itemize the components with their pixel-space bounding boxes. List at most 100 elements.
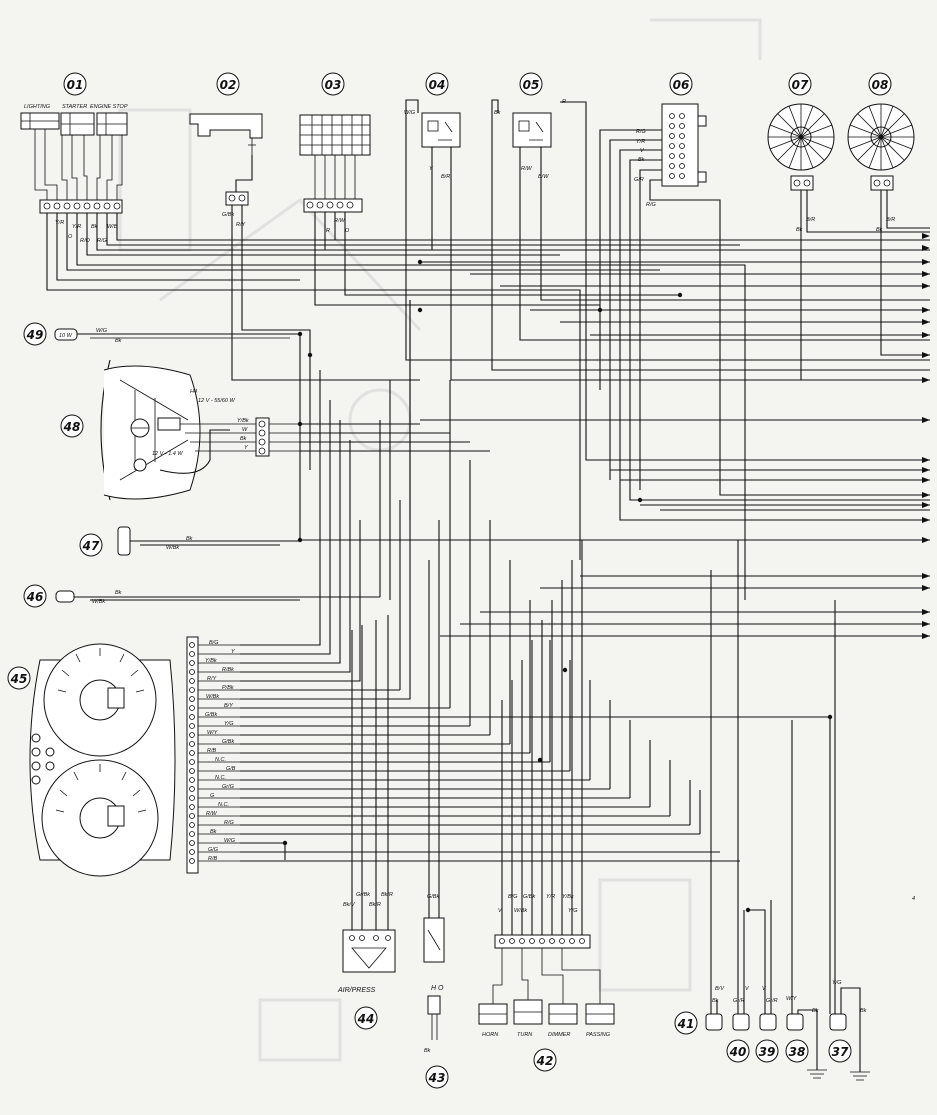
svg-text:Y: Y bbox=[244, 445, 248, 451]
svg-text:Bk: Bk bbox=[186, 536, 193, 542]
svg-text:12 V - 1.4 W: 12 V - 1.4 W bbox=[152, 451, 183, 457]
sensor-02: G/Bk R/Y bbox=[189, 113, 263, 228]
svg-text:R/Y: R/Y bbox=[207, 676, 217, 682]
wire-arrowheads bbox=[922, 233, 930, 639]
svg-text:39: 39 bbox=[759, 1045, 776, 1059]
left-handlebar-switch: LIGHTING STARTER ENGINE STOP Y/R Y/R Bk … bbox=[20, 104, 128, 244]
component-44: 44 bbox=[354, 1006, 378, 1030]
sensor-38: W/Y Bk bbox=[786, 720, 827, 1079]
right-handlebar-switch-42: V B/G W/Bk G/Bk Y/R Y/Bk Y/G HORN TURN D… bbox=[478, 540, 615, 1038]
svg-text:B/R: B/R bbox=[806, 217, 815, 223]
svg-text:V: V bbox=[498, 908, 503, 914]
horn-08: B/R Bk bbox=[847, 103, 915, 233]
svg-text:W/Bk: W/Bk bbox=[92, 599, 105, 605]
svg-text:W/Bk: W/Bk bbox=[166, 545, 179, 551]
lamp-49: 10 W W/G Bk bbox=[54, 328, 300, 344]
air-press-sensor-44: Bk/V Gr/Bk Bk/R Bk/R AIR/PRESS bbox=[337, 615, 396, 994]
svg-text:Bk: Bk bbox=[494, 110, 501, 116]
svg-text:04: 04 bbox=[429, 78, 446, 92]
component-38: 38 bbox=[785, 1039, 809, 1063]
svg-text:N.C.: N.C. bbox=[215, 775, 226, 781]
component-49: 49 bbox=[23, 322, 47, 346]
svg-text:PASSING: PASSING bbox=[586, 1032, 611, 1038]
component-42: 42 bbox=[533, 1048, 557, 1072]
svg-text:49: 49 bbox=[26, 328, 44, 342]
svg-text:R/W: R/W bbox=[206, 811, 218, 817]
svg-text:05: 05 bbox=[523, 78, 540, 92]
svg-text:47: 47 bbox=[82, 539, 100, 553]
svg-text:R/B: R/B bbox=[207, 748, 217, 754]
svg-text:Y/R: Y/R bbox=[636, 139, 645, 145]
svg-text:Y: Y bbox=[429, 166, 433, 172]
svg-text:G/G: G/G bbox=[208, 847, 219, 853]
svg-text:V: V bbox=[762, 986, 767, 992]
svg-text:R/O: R/O bbox=[80, 238, 91, 244]
svg-text:Y: Y bbox=[231, 649, 235, 655]
svg-text:HORN: HORN bbox=[482, 1032, 498, 1038]
svg-text:STARTER: STARTER bbox=[62, 104, 87, 110]
svg-text:Bk: Bk bbox=[860, 1008, 867, 1014]
svg-text:G/Bk: G/Bk bbox=[523, 894, 535, 900]
svg-text:Bk: Bk bbox=[210, 829, 217, 835]
svg-text:R/G: R/G bbox=[224, 820, 235, 826]
svg-text:Y/R: Y/R bbox=[55, 220, 64, 226]
svg-text:02: 02 bbox=[220, 78, 237, 92]
svg-text:06: 06 bbox=[673, 78, 690, 92]
svg-text:R/W: R/W bbox=[334, 218, 346, 224]
wire-junctions bbox=[282, 259, 833, 913]
svg-text:G: G bbox=[210, 793, 215, 799]
component-06: 06 bbox=[669, 72, 693, 96]
svg-text:Gr/Bk: Gr/Bk bbox=[356, 892, 370, 898]
component-48: 48 bbox=[60, 414, 84, 438]
sensor-39: V Gr/R bbox=[748, 900, 778, 1031]
svg-text:R/W: R/W bbox=[521, 166, 533, 172]
component-03: 03 bbox=[321, 72, 345, 96]
sensor-43: G/Bk H O Bk bbox=[423, 520, 445, 1054]
svg-text:Y/G: Y/G bbox=[568, 908, 578, 914]
component-04: 04 bbox=[425, 72, 449, 96]
svg-text:03: 03 bbox=[325, 78, 342, 92]
svg-text:R/Y: R/Y bbox=[236, 222, 246, 228]
svg-text:12 V - 55/60 W: 12 V - 55/60 W bbox=[198, 398, 235, 404]
component-41: 41 bbox=[674, 1011, 698, 1035]
switch-connector bbox=[39, 199, 123, 214]
sensor-41: B/V Bk bbox=[705, 570, 725, 1031]
svg-text:07: 07 bbox=[792, 78, 809, 92]
svg-text:V: V bbox=[745, 986, 750, 992]
svg-text:Y/R: Y/R bbox=[546, 894, 555, 900]
svg-text:B/R: B/R bbox=[886, 217, 895, 223]
svg-text:Y/G: Y/G bbox=[832, 980, 842, 986]
svg-text:AIR/PRESS: AIR/PRESS bbox=[337, 987, 376, 994]
svg-text:Bk: Bk bbox=[240, 436, 247, 442]
svg-text:O: O bbox=[68, 234, 73, 240]
instrument-cluster-45: B/G Y Y/Bk R/Bk R/Y P/Bk W/Bk B/Y G/Bk Y… bbox=[29, 636, 240, 877]
ignition-switch-03: R R/W O bbox=[299, 114, 371, 234]
svg-text:40: 40 bbox=[729, 1045, 747, 1059]
svg-text:B/R: B/R bbox=[441, 174, 450, 180]
svg-text:N.C.: N.C. bbox=[218, 802, 229, 808]
svg-text:37: 37 bbox=[832, 1045, 849, 1059]
svg-text:10 W: 10 W bbox=[59, 333, 73, 339]
svg-text:V: V bbox=[640, 148, 645, 154]
component-47: 47 bbox=[79, 533, 103, 557]
component-46: 46 bbox=[23, 584, 47, 608]
svg-text:Bk: Bk bbox=[115, 590, 122, 596]
svg-text:H O: H O bbox=[431, 985, 444, 992]
svg-text:48: 48 bbox=[63, 420, 81, 434]
svg-text:Y/Bk: Y/Bk bbox=[205, 658, 217, 664]
svg-text:Bk: Bk bbox=[812, 1008, 819, 1014]
svg-text:43: 43 bbox=[428, 1071, 446, 1085]
svg-text:B/W: B/W bbox=[538, 174, 549, 180]
svg-text:B/G: B/G bbox=[209, 640, 219, 646]
component-39: 39 bbox=[755, 1039, 779, 1063]
svg-text:Bk/V: Bk/V bbox=[343, 902, 356, 908]
svg-text:Gr/G: Gr/G bbox=[222, 784, 235, 790]
svg-text:R: R bbox=[326, 228, 330, 234]
svg-text:R/G: R/G bbox=[97, 238, 108, 244]
page-number: 4 bbox=[912, 896, 915, 902]
svg-text:45: 45 bbox=[10, 672, 28, 686]
svg-text:08: 08 bbox=[872, 78, 889, 92]
svg-text:01: 01 bbox=[67, 78, 84, 92]
sensor-40: V Gr/R bbox=[732, 540, 750, 1031]
svg-text:41: 41 bbox=[677, 1017, 695, 1031]
